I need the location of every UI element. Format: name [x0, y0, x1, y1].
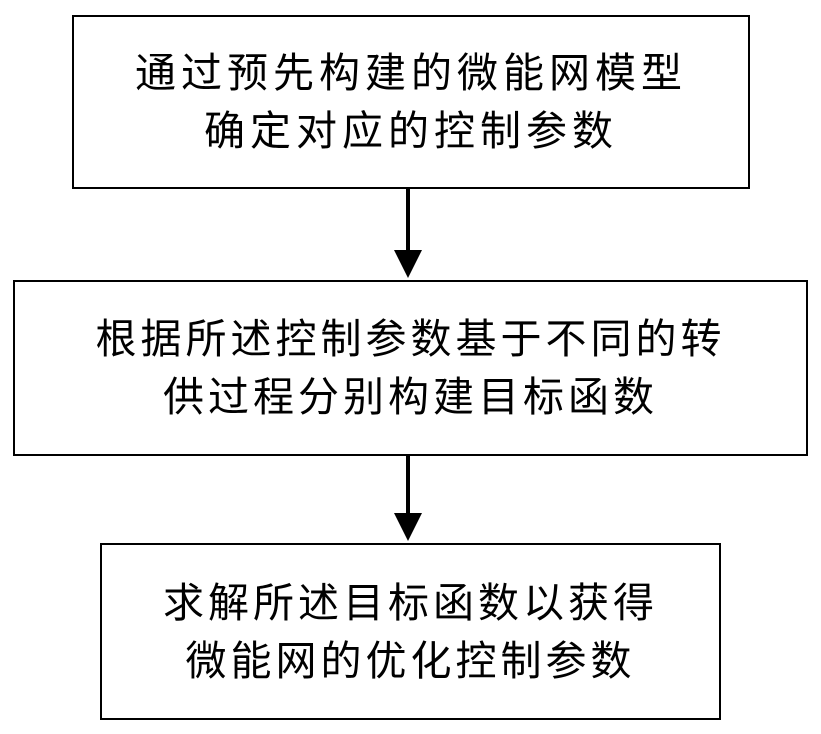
step-1-line-1: 通过预先构建的微能网模型 — [135, 49, 687, 97]
step-3-line-2: 微能网的优化控制参数 — [185, 636, 636, 685]
arrow-step-2-to-3 — [394, 456, 422, 541]
step-2-line-1: 根据所述控制参数基于不同的转 — [95, 315, 726, 363]
arrow-step-1-to-2 — [394, 189, 422, 278]
step-2-box: 根据所述控制参数基于不同的转 供过程分别构建目标函数 — [13, 280, 808, 456]
step-3-box: 求解所述目标函数以获得 微能网的优化控制参数 — [100, 543, 721, 720]
step-1-box: 通过预先构建的微能网模型 确定对应的控制参数 — [72, 15, 750, 189]
step-1-line-2: 确定对应的控制参数 — [204, 107, 618, 155]
step-2-line-2: 供过程分别构建目标函数 — [163, 373, 658, 421]
step-3-line-1: 求解所述目标函数以获得 — [163, 578, 658, 627]
